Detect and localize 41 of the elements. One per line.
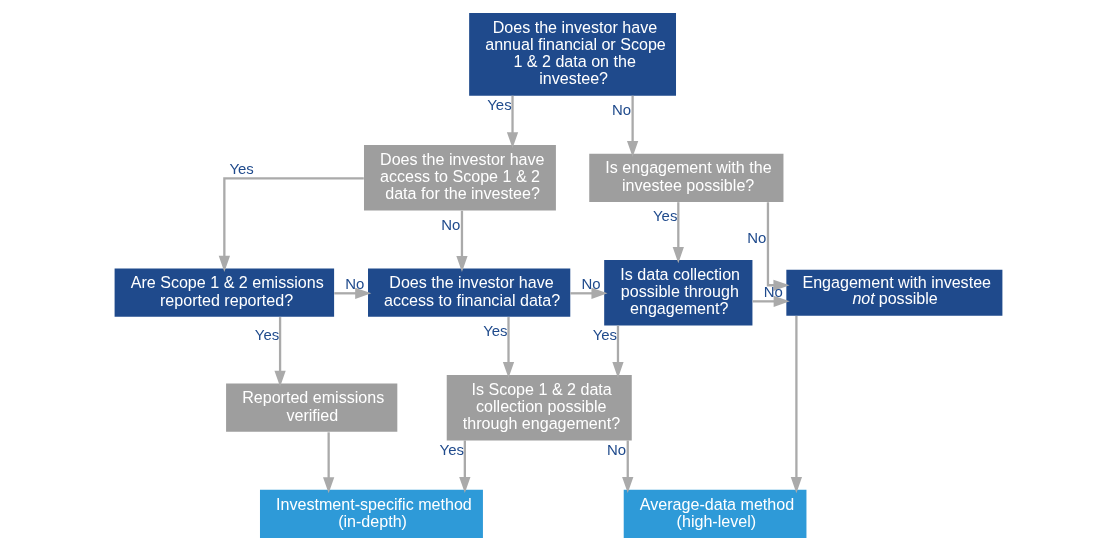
node-box: Does the investor have annual financial or Scope 1 & 2 data on the investee? — [469, 12, 676, 96]
node-box: Does the investor have access to financial data? — [368, 268, 571, 317]
arrow — [459, 440, 471, 494]
node-box: Is Scope 1 & 2 data collection possible through engagement? — [446, 374, 632, 441]
edge-label: No — [345, 275, 365, 293]
edge-label: Yes — [592, 326, 618, 344]
arrow — [274, 317, 286, 387]
node-box: Are Scope 1 & 2 emissions reported reported? — [114, 268, 335, 317]
arrow — [456, 210, 468, 273]
edge-label: Yes — [254, 326, 280, 344]
node-box: Investment-specific method (in-depth) — [260, 489, 483, 539]
node-box: Is data collection possible through engagement? — [604, 260, 753, 326]
arrow — [752, 295, 790, 307]
node-box: Does the investor have access to Scope 1 & 2 data for the investee? — [364, 145, 556, 211]
arrow — [612, 325, 624, 379]
edge-label: Yes — [653, 207, 678, 225]
node-box: Reported emissions verified — [226, 383, 398, 432]
edge-label: No — [441, 215, 461, 233]
arrow — [502, 317, 515, 379]
edge-label: No — [747, 228, 767, 246]
arrow — [622, 440, 634, 494]
edge-label: Yes — [483, 321, 508, 339]
arrow — [506, 95, 519, 149]
arrow — [334, 287, 372, 299]
edge-label: Yes — [439, 441, 464, 459]
node-box: Average-data method (high-level) — [623, 489, 807, 539]
edge-label: No — [607, 441, 627, 459]
arrow — [766, 202, 790, 291]
node-box: Is engagement with the investee possible? — [589, 153, 784, 202]
edge-label: Yes — [229, 160, 254, 178]
arrow — [627, 95, 639, 158]
edge-label: No — [611, 100, 632, 118]
arrow — [790, 316, 803, 494]
arrow — [672, 202, 684, 264]
edge-label: No — [581, 275, 601, 293]
arrow — [218, 177, 364, 272]
arrow — [323, 432, 335, 494]
arrow — [570, 287, 608, 299]
edge-label: No — [763, 283, 783, 301]
edge-label: Yes — [487, 96, 512, 114]
node-box: Engagement with investee not possible — [786, 269, 1003, 316]
